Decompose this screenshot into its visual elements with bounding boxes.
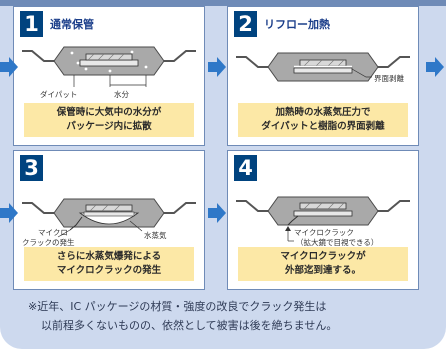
arrow-right-icon [208,57,226,77]
microcrack-label: マイクロクラック [294,228,354,237]
footnote: ※近年、IC パッケージの材質・強度の改良でクラック発生は 以前程多くないものの… [28,297,440,335]
footnote-line-2: 以前程多くないものの、依然として被害は後を絶ちません。 [41,319,338,332]
arrow-right-icon [0,203,18,223]
step-3-panel: 3 マイクロ クラックの発生 水蒸気 さらに水蒸気爆発による マイクロクラックの… [13,150,205,290]
step-1-number: 1 [20,11,43,37]
die-pad-label: ダイパット [40,90,78,99]
magnifier-visible-label: （拡大鏡で目視できる） [296,238,379,247]
crack-occurrence-label: クラックの発生 [22,238,75,247]
arrow-right-icon [426,57,444,77]
step-4-caption: マイクロクラックが 外部迄到達する。 [238,247,408,281]
footnote-line-1: ※近年、IC パッケージの材質・強度の改良でクラック発生は [28,300,327,313]
step-1-title: 通常保管 [50,18,94,31]
moisture-label: 水分 [114,90,129,99]
water-vapor-label: 水蒸気 [144,231,167,240]
step-3-number: 3 [20,155,43,181]
step-4-number: 4 [234,155,257,181]
step-1-panel: 1 通常保管 ダイパット 水分 保管時に大気中の水分が パッケージ内に拡散 [13,6,205,146]
arrow-right-icon [0,57,18,77]
micro-label: マイクロ [38,228,68,237]
step-2-title: リフロー加熱 [264,18,330,31]
step-2-caption: 加熱時の水蒸気圧力で ダイパットと樹脂の界面剥離 [238,103,408,137]
step-3-package-illustration [22,198,196,238]
arrow-right-icon [208,203,226,223]
step-3-caption: さらに水蒸気爆発による マイクロクラックの発生 [24,247,194,281]
step-1-caption: 保管時に大気中の水分が パッケージ内に拡散 [24,103,194,137]
step-2-package-illustration [236,52,410,82]
interface-delamination-label: 界面剥離 [374,74,404,83]
step-4-panel: 4 マイクロクラック （拡大鏡で目視できる） マイクロクラックが 外部迄到達する… [227,150,419,290]
step-2-panel: 2 リフロー加熱 界面剥離 加熱時の水蒸気圧力で ダイパットと樹脂の界面剥離 [227,6,419,146]
step-1-package-illustration [22,46,196,87]
step-4-package-illustration [236,196,410,242]
step-2-number: 2 [234,11,257,37]
top-strip [0,0,446,6]
